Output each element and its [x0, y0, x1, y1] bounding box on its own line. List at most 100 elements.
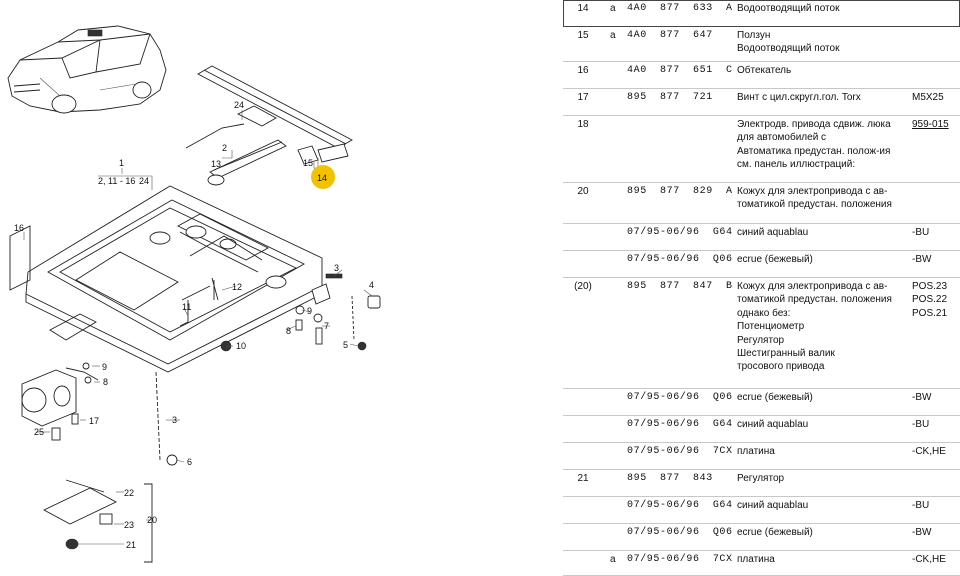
- callout-2[interactable]: 2: [222, 143, 227, 153]
- note-line: POS.22: [912, 294, 948, 306]
- callout-20[interactable]: 20: [147, 515, 157, 525]
- part-note: 959-015: [912, 118, 960, 131]
- part-note: -CK,HE: [912, 445, 960, 458]
- callout-1[interactable]: 1: [119, 158, 124, 168]
- callout-10[interactable]: 10: [236, 341, 246, 351]
- description-line: синий aquablau: [737, 419, 809, 430]
- callout-8b[interactable]: 8: [103, 377, 108, 387]
- flag-mark: a: [610, 30, 616, 41]
- description-line: Кожух для электропривода с ав-: [737, 281, 888, 292]
- callout-14[interactable]: 14: [317, 173, 327, 183]
- parts-row[interactable]: 07/95-06/96 Q06 ecrue (бежевый) -BW: [563, 389, 960, 416]
- parts-row[interactable]: 07/95-06/96 Q06 ecrue (бежевый) -BW: [563, 251, 960, 278]
- description-line: для автомобилей с: [737, 132, 827, 144]
- callout-3a[interactable]: 3: [334, 263, 339, 273]
- callout-9a[interactable]: 9: [307, 306, 312, 316]
- part-description: Кожух для электропривода с ав-томатикой …: [737, 280, 913, 374]
- parts-row[interactable]: 07/95-06/96 G64 синий aquablau -BU: [563, 416, 960, 443]
- part-number: 4A0 877 651 C: [627, 65, 733, 76]
- description-line: Кожух для электропривода с ав-: [737, 186, 888, 197]
- note-line: -BW: [912, 254, 932, 265]
- callout-17[interactable]: 17: [89, 416, 99, 426]
- callout-22[interactable]: 22: [124, 488, 134, 498]
- callout-23[interactable]: 23: [124, 520, 134, 530]
- description-line: Обтекатель: [737, 65, 792, 76]
- part-number: 07/95-06/96 7CX: [627, 554, 733, 565]
- note-line: -BW: [912, 392, 932, 403]
- part-number: 07/95-06/96 7CX: [627, 446, 733, 457]
- part-description: Электродв. привода сдвиж. люка для автомо…: [737, 118, 913, 172]
- description-line: синий aquablau: [737, 500, 809, 511]
- callout-6[interactable]: 6: [187, 457, 192, 467]
- callout-1-range: 2, 11 - 16: [98, 176, 135, 186]
- callout-9b[interactable]: 9: [102, 362, 107, 372]
- callout-11[interactable]: 11: [182, 302, 191, 312]
- note-line: M5X25: [912, 92, 944, 103]
- note-line: -BU: [912, 419, 930, 430]
- callout-13[interactable]: 13: [211, 159, 221, 169]
- sunroof-frame: [9, 185, 323, 373]
- callout-16[interactable]: 16: [14, 223, 24, 233]
- position-number: 14: [577, 3, 589, 14]
- part-number: 07/95-06/96 Q06: [627, 254, 733, 265]
- part-note: -CK,HE: [912, 553, 960, 566]
- part-description: платина: [737, 445, 913, 458]
- description-line: ecrue (бежевый): [737, 254, 813, 265]
- callout-15[interactable]: 15: [303, 158, 313, 168]
- callout-8a[interactable]: 8: [286, 326, 291, 336]
- description-line: Шестигранный валик: [737, 348, 835, 360]
- description-line: ecrue (бежевый): [737, 392, 813, 403]
- part-description: Винт с цил.скругл.гол. Torx: [737, 91, 913, 104]
- position-number: (20): [574, 281, 592, 292]
- part-number: 07/95-06/96 G64: [627, 419, 733, 430]
- part-note: M5X25: [912, 91, 960, 104]
- callout-4[interactable]: 4: [369, 280, 374, 290]
- note-line: -BW: [912, 527, 932, 538]
- note-line[interactable]: 959-015: [912, 119, 949, 130]
- part-number: 07/95-06/96 G64: [627, 500, 733, 511]
- callout-24[interactable]: 24: [234, 100, 244, 110]
- callout-12[interactable]: 12: [232, 282, 242, 292]
- exploded-parts-diagram: 1 2, 11 - 16 24 2 3 3 4 5 6 7 8 8 9 9 10…: [7, 25, 381, 563]
- description-line: Потенциометр: [737, 321, 805, 333]
- description-line: платина: [737, 446, 775, 457]
- highlight-marker-14[interactable]: [311, 165, 335, 189]
- description-line: Водоотводящий поток: [737, 3, 840, 14]
- switch-sub-assembly: [43, 479, 153, 563]
- part-number: 895 877 843: [627, 473, 713, 484]
- description-line: ecrue (бежевый): [737, 527, 813, 538]
- description-line: Электродв. привода сдвиж. люка: [737, 119, 891, 130]
- part-number: 895 877 829 A: [627, 186, 733, 197]
- parts-row[interactable]: 07/95-06/96 7CX платина -CK,HE: [563, 443, 960, 470]
- note-line: -CK,HE: [912, 554, 946, 565]
- position-number: 15: [577, 30, 589, 41]
- part-description: Водоотводящий поток: [737, 2, 913, 15]
- description-line: Автоматика предустан. полож-ия: [737, 145, 891, 157]
- callout-7[interactable]: 7: [324, 321, 329, 331]
- callout-1-24: 24: [139, 176, 149, 186]
- part-description: Регулятор: [737, 472, 913, 485]
- part-note: -BW: [912, 253, 960, 266]
- description-line: томатикой предустан. положения: [737, 294, 892, 306]
- part-description: Кожух для электропривода с ав-томатикой …: [737, 185, 913, 212]
- description-line: платина: [737, 554, 775, 565]
- description-line: однако без:: [737, 307, 791, 319]
- callout-3b[interactable]: 3: [172, 415, 177, 425]
- callout-21[interactable]: 21: [126, 540, 136, 550]
- callout-5[interactable]: 5: [343, 340, 348, 350]
- part-number: 07/95-06/96 Q06: [627, 392, 733, 403]
- callout-25[interactable]: 25: [34, 427, 44, 437]
